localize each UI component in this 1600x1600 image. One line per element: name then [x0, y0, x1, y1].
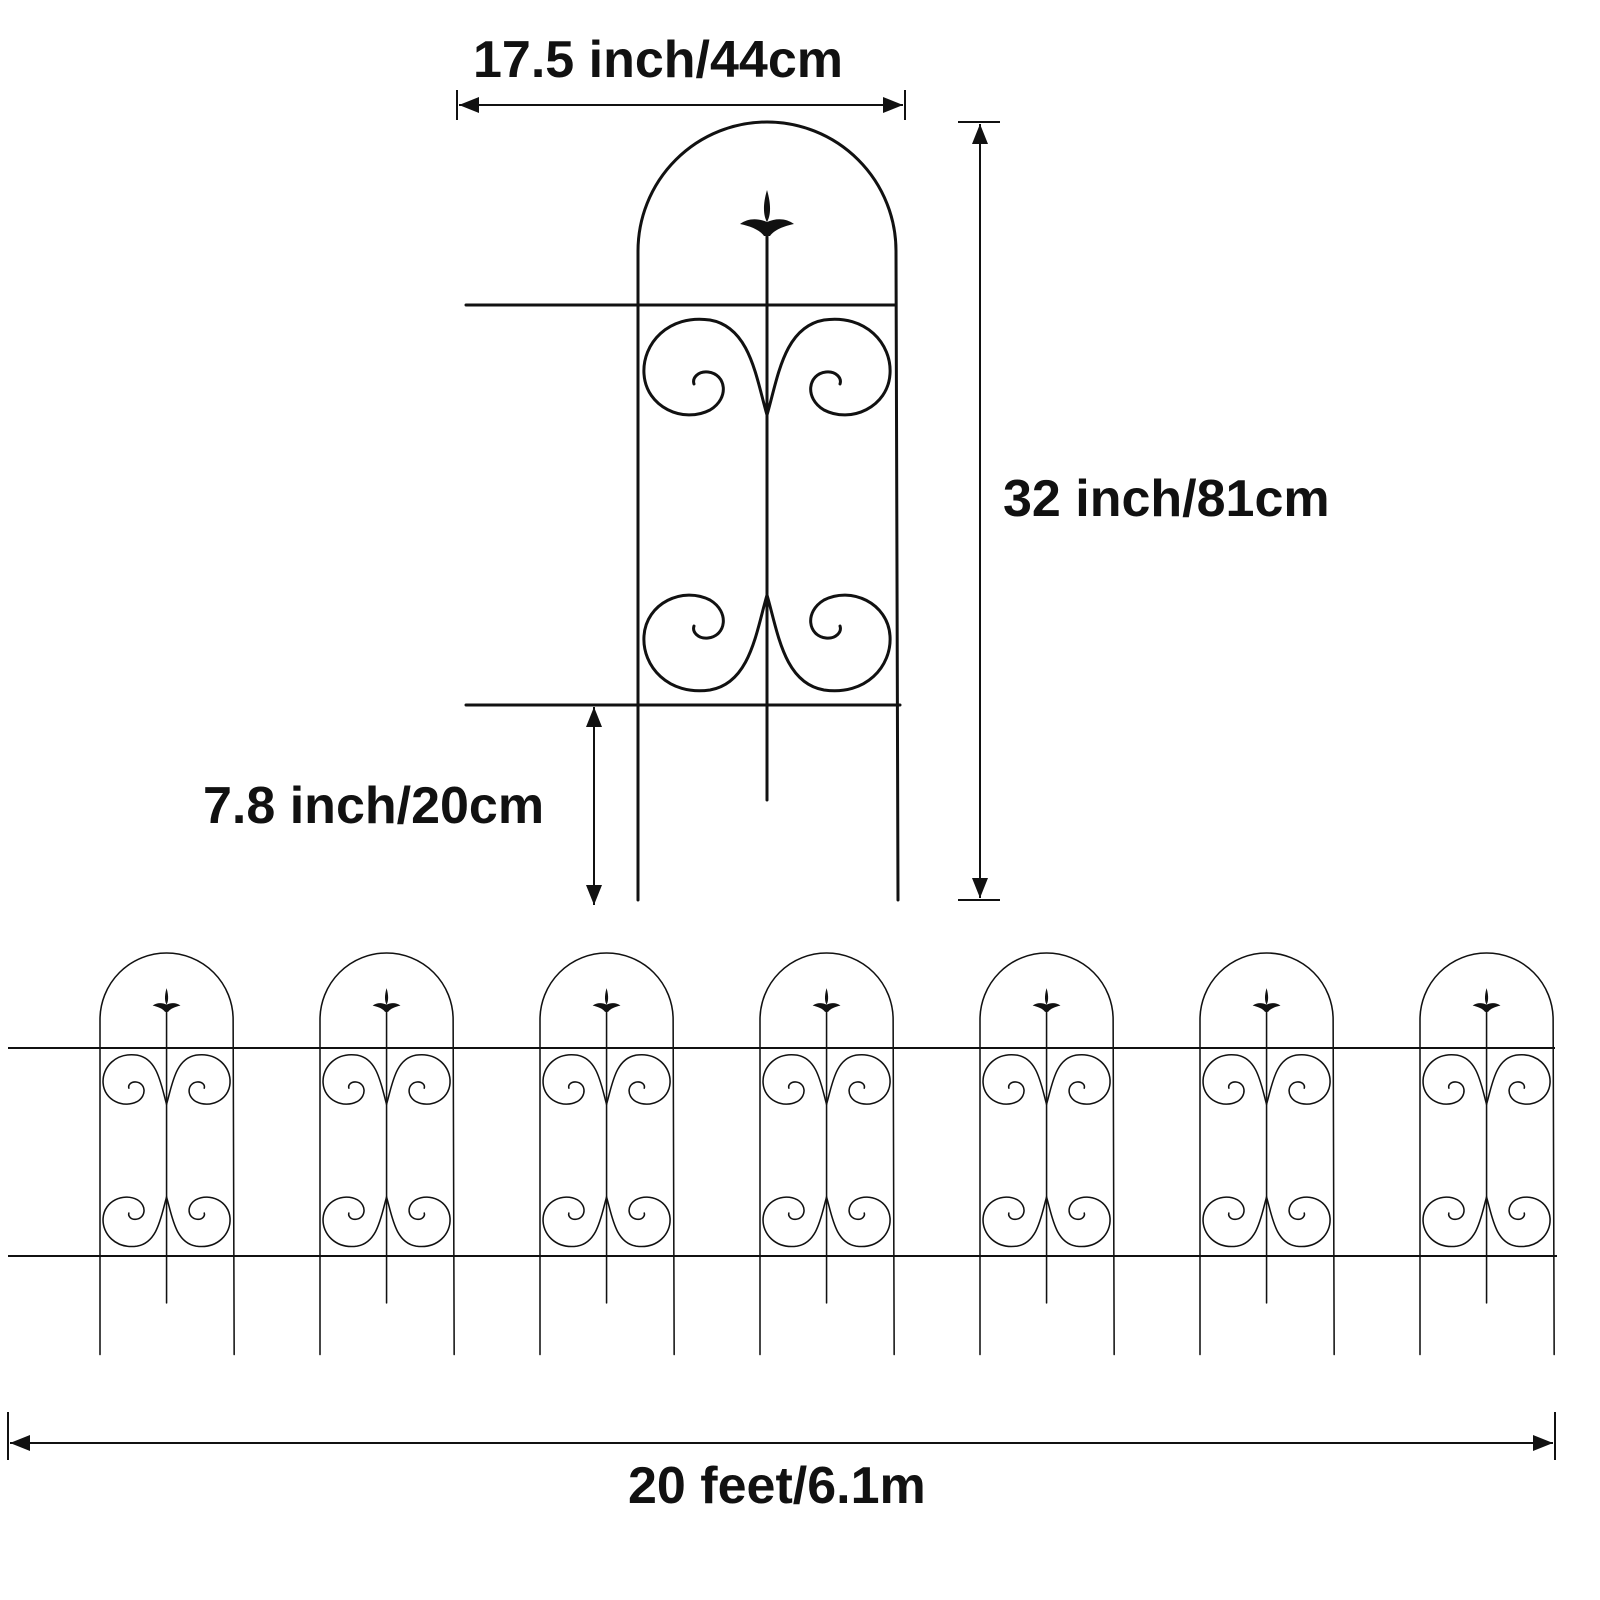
scroll-bottom-left	[982, 1196, 1048, 1248]
scroll-top-right	[1045, 1054, 1111, 1105]
scroll-bottom-left	[1422, 1196, 1488, 1248]
panel-frame	[539, 952, 675, 1356]
fence-panel	[539, 952, 675, 1356]
panel-frame	[99, 952, 235, 1356]
fleur-de-lis-icon	[592, 988, 621, 1012]
fence-panel	[1199, 952, 1335, 1356]
fence-panel	[979, 952, 1115, 1356]
panel-frame	[1419, 952, 1555, 1356]
fence-panel	[1419, 952, 1555, 1356]
panel-frame	[636, 120, 900, 902]
single-fence-panel	[464, 120, 902, 902]
fleur-de-lis-icon	[372, 988, 401, 1012]
fleur-de-lis-icon	[152, 988, 181, 1012]
fleur-de-lis-icon	[740, 190, 794, 236]
fence-panel	[319, 952, 455, 1356]
scroll-top-left	[982, 1054, 1048, 1105]
scroll-top-left	[642, 317, 769, 417]
scroll-top-right	[825, 1054, 891, 1105]
scroll-top-right	[765, 317, 892, 417]
scroll-bottom-right	[765, 593, 892, 693]
panel-frame	[319, 952, 455, 1356]
panel-height-label: 32 inch/81cm	[1003, 470, 1330, 528]
scroll-bottom-left	[762, 1196, 828, 1248]
scroll-top-right	[385, 1054, 451, 1105]
fleur-de-lis-icon	[1032, 988, 1061, 1012]
panel-width-label: 17.5 inch/44cm	[473, 31, 843, 89]
dimension-arrows	[7, 90, 1556, 1460]
scroll-bottom-right	[1265, 1196, 1331, 1248]
total-length-label: 20 feet/6.1m	[628, 1457, 926, 1515]
scroll-bottom-left	[642, 593, 769, 693]
scroll-bottom-left	[102, 1196, 168, 1248]
fleur-de-lis-icon	[1252, 988, 1281, 1012]
panel-frame	[759, 952, 895, 1356]
fence-row	[8, 952, 1557, 1356]
scroll-bottom-left	[542, 1196, 608, 1248]
fence-panel	[759, 952, 895, 1356]
scroll-bottom-right	[605, 1196, 671, 1248]
panel-frame	[979, 952, 1115, 1356]
scroll-top-left	[762, 1054, 828, 1105]
scroll-top-left	[322, 1054, 388, 1105]
scroll-top-left	[542, 1054, 608, 1105]
fence-panel	[99, 952, 235, 1356]
ground-stake-label: 7.8 inch/20cm	[203, 777, 545, 835]
scroll-top-left	[1202, 1054, 1268, 1105]
scroll-bottom-right	[385, 1196, 451, 1248]
scroll-bottom-right	[165, 1196, 231, 1248]
scroll-top-right	[1485, 1054, 1551, 1105]
scroll-top-right	[605, 1054, 671, 1105]
scroll-bottom-right	[825, 1196, 891, 1248]
scroll-bottom-right	[1485, 1196, 1551, 1248]
fleur-de-lis-icon	[1472, 988, 1501, 1012]
scroll-top-left	[1422, 1054, 1488, 1105]
fleur-de-lis-icon	[812, 988, 841, 1012]
scroll-bottom-left	[322, 1196, 388, 1248]
panel-frame	[1199, 952, 1335, 1356]
scroll-bottom-left	[1202, 1196, 1268, 1248]
scroll-top-right	[165, 1054, 231, 1105]
scroll-top-left	[102, 1054, 168, 1105]
scroll-top-right	[1265, 1054, 1331, 1105]
scroll-bottom-right	[1045, 1196, 1111, 1248]
